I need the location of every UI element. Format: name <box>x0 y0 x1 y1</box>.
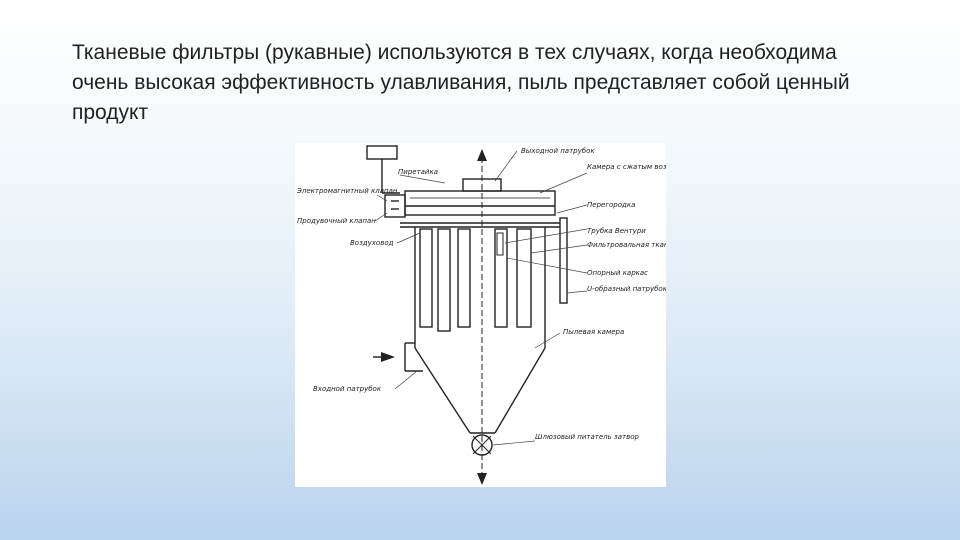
label-pipe: Пиретайка <box>398 168 438 176</box>
bag-filter-drawing: Выходной патрубок Камера с сжатым воздух… <box>296 145 666 485</box>
top-chamber <box>404 190 556 216</box>
label-inlet-pipe: Входной патрубок <box>313 385 382 393</box>
label-partition: Перегородка <box>587 201 635 209</box>
label-dust-chamber: Пылевая камера <box>563 328 624 336</box>
label-filter-bag: Фильтровальная ткань <box>587 241 666 249</box>
discharge-arrow-icon <box>477 473 487 485</box>
filter-bag-1 <box>419 228 433 328</box>
bag-filter-diagram: Выходной патрубок Камера с сжатым воздух… <box>295 143 666 487</box>
label-venturi-tube: Трубка Вентури <box>587 227 646 235</box>
solenoid-box <box>366 145 398 160</box>
label-support-frame: Опорный каркас <box>587 269 648 277</box>
label-manifold: U-образный патрубок <box>587 285 666 293</box>
filter-bag-5 <box>516 228 532 328</box>
valve-block <box>384 194 406 218</box>
label-air-pipe: Воздуховод <box>350 239 394 247</box>
label-outlet-pipe: Выходной патрубок <box>521 147 595 155</box>
side-support <box>559 217 568 304</box>
label-cleaning-valve: Продувочный клапан <box>297 217 376 225</box>
filter-bag-3 <box>457 228 471 328</box>
label-rotary-valve: Шлюзовый питатель затвор <box>535 433 639 441</box>
slide-text: Тканевые фильтры (рукавные) используются… <box>72 41 850 124</box>
label-solenoid-valve: Электромагнитный клапан <box>296 187 398 195</box>
venturi-tube <box>496 232 504 256</box>
filter-bag-2 <box>437 228 451 332</box>
outlet-arrow-icon <box>477 149 487 161</box>
label-compressed-air-chamber: Камера с сжатым воздухом <box>587 163 666 171</box>
filter-bag-4 <box>494 228 508 328</box>
inlet-arrow-icon <box>381 352 395 362</box>
